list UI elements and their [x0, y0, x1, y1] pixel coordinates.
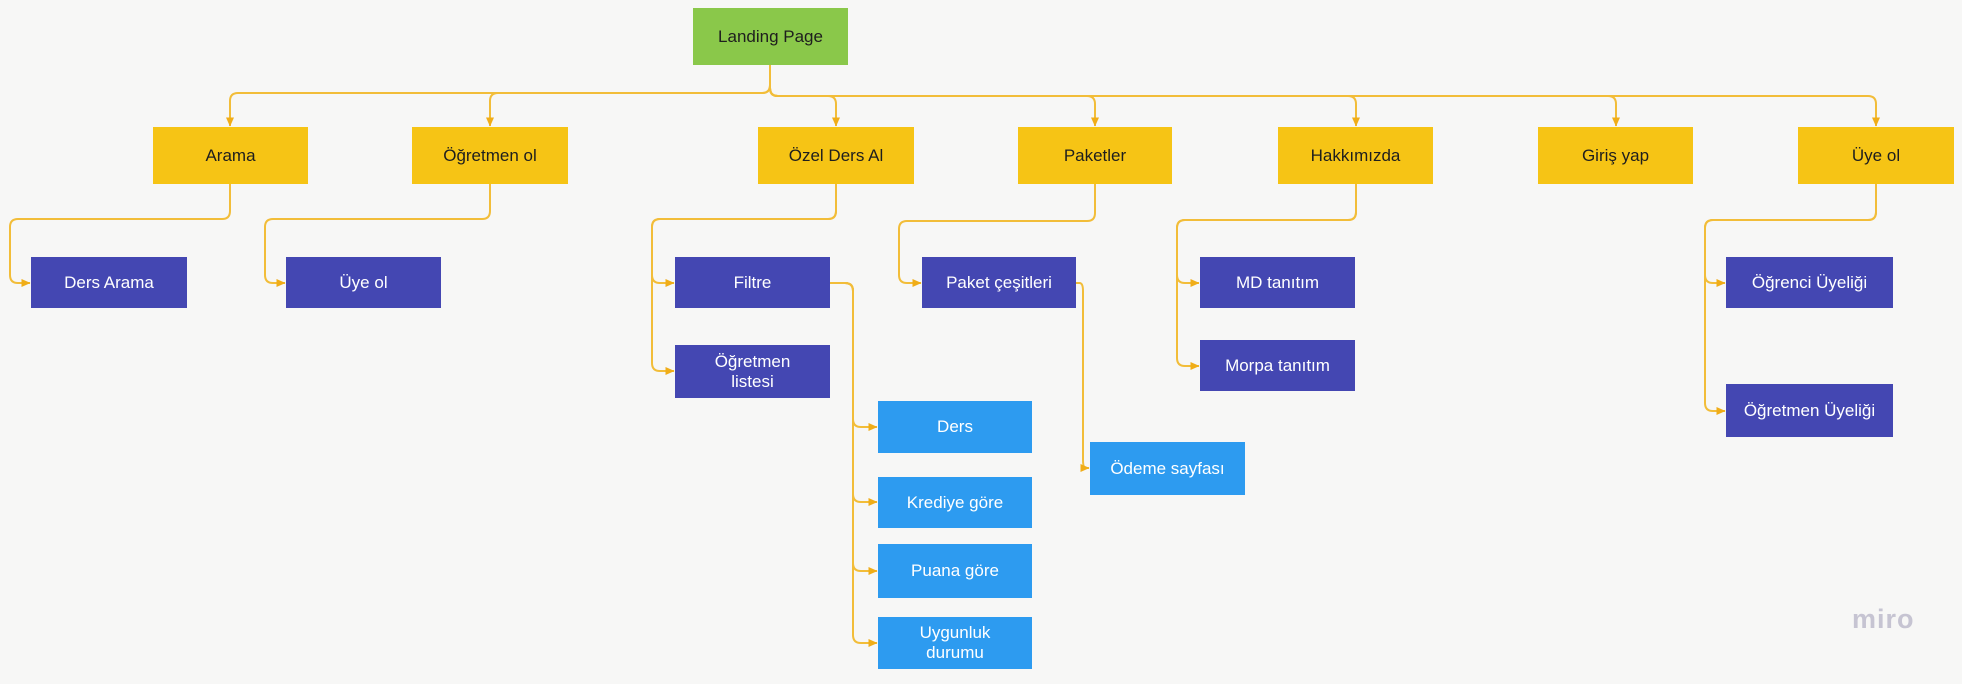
connector-paket-cesitleri-to-odeme-sayfasi — [1076, 282, 1090, 472]
miro-logo: miro — [1852, 604, 1915, 634]
connector-landing-page-to-ozel-ders-al — [769, 65, 840, 127]
node-ders[interactable]: Ders — [878, 401, 1032, 453]
node-paket-cesitleri[interactable]: Paket çeşitleri — [922, 257, 1076, 308]
node-ders-arama[interactable]: Ders Arama — [31, 257, 187, 308]
node-puana-gore[interactable]: Puana göre — [878, 544, 1032, 598]
node-morpa-tanitim[interactable]: Morpa tanıtım — [1200, 340, 1355, 391]
node-ogretmen-listesi[interactable]: Öğretmen listesi — [675, 345, 830, 398]
connector-landing-page-to-ogretmen-ol — [486, 65, 771, 127]
connector-landing-page-to-uye-ol — [769, 65, 1880, 127]
node-ozel-ders-al[interactable]: Özel Ders Al — [758, 127, 914, 184]
connector-landing-page-to-arama — [226, 65, 771, 127]
connector-filtre-to-ders — [830, 282, 878, 431]
node-paketler[interactable]: Paketler — [1018, 127, 1172, 184]
node-hakkimizda[interactable]: Hakkımızda — [1278, 127, 1433, 184]
connector-landing-page-to-hakkimizda — [769, 65, 1360, 127]
node-krediye-gore[interactable]: Krediye göre — [878, 477, 1032, 528]
node-landing-page[interactable]: Landing Page — [693, 8, 848, 65]
node-ogrenci-uyeligi[interactable]: Öğrenci Üyeliği — [1726, 257, 1893, 308]
connector-landing-page-to-paketler — [769, 65, 1099, 127]
node-filtre[interactable]: Filtre — [675, 257, 830, 308]
node-uygunluk-durumu[interactable]: Uygunluk durumu — [878, 617, 1032, 669]
connector-filtre-to-uygunluk-durumu — [830, 282, 878, 647]
node-ogretmen-ol[interactable]: Öğretmen ol — [412, 127, 568, 184]
node-odeme-sayfasi[interactable]: Ödeme sayfası — [1090, 442, 1245, 495]
connector-landing-page-to-giris-yap — [769, 65, 1620, 127]
node-arama[interactable]: Arama — [153, 127, 308, 184]
node-uye-ol-2[interactable]: Üye ol — [286, 257, 441, 308]
node-ogretmen-uyeligi[interactable]: Öğretmen Üyeliği — [1726, 384, 1893, 437]
node-giris-yap[interactable]: Giriş yap — [1538, 127, 1693, 184]
connector-filtre-to-krediye-gore — [830, 282, 878, 506]
node-uye-ol[interactable]: Üye ol — [1798, 127, 1954, 184]
connector-filtre-to-puana-gore — [830, 282, 878, 575]
node-md-tanitim[interactable]: MD tanıtım — [1200, 257, 1355, 308]
